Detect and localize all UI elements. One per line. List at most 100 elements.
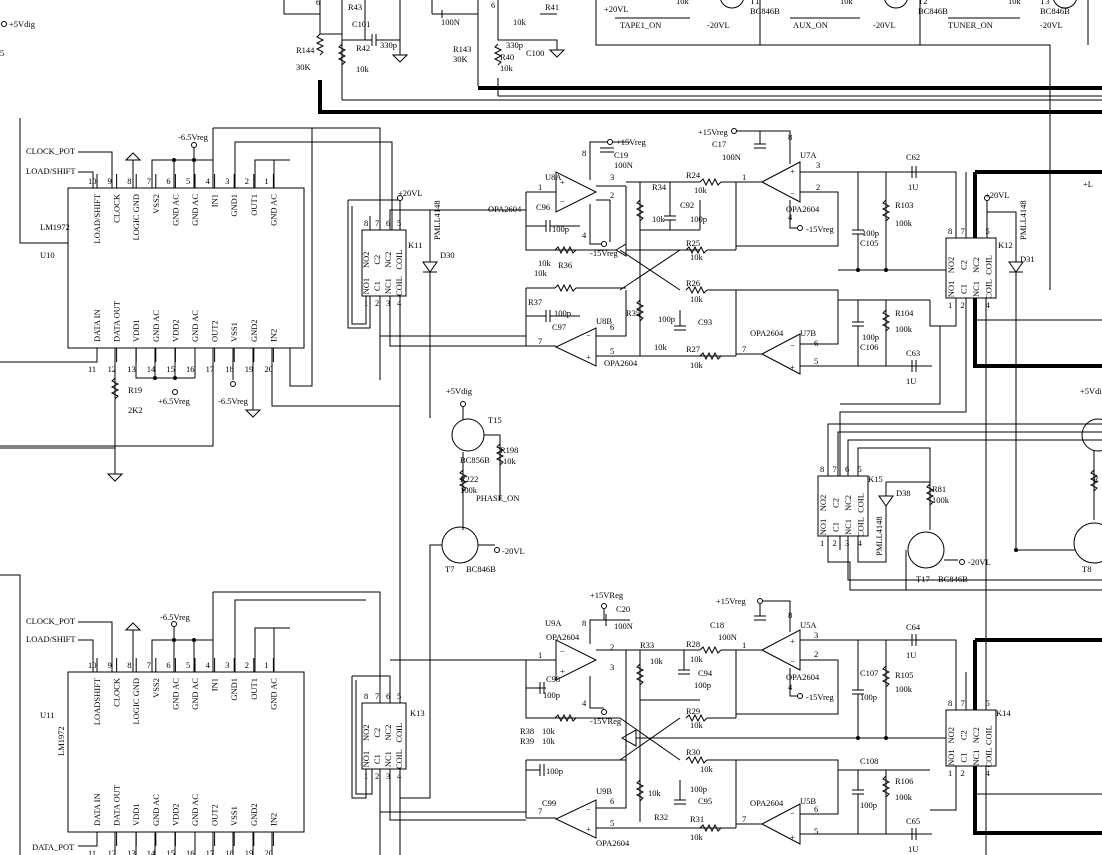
ref-k12: K12 bbox=[998, 240, 1013, 250]
net-label: CLOCK_POT bbox=[26, 146, 76, 156]
relay-pin-name: NC1 bbox=[843, 519, 853, 535]
pin-number: 5 bbox=[186, 176, 190, 186]
ref-r222: R222 bbox=[460, 474, 478, 484]
pin-number: 14 bbox=[147, 364, 156, 374]
pin-number: 16 bbox=[186, 364, 195, 374]
opamp-u9b bbox=[554, 799, 597, 839]
pin-number: 8 bbox=[127, 176, 131, 186]
ref-r34: R34 bbox=[652, 182, 667, 192]
ref-c107: C107 bbox=[860, 668, 878, 678]
relay-pin-name: C1 bbox=[372, 754, 382, 764]
pin-number: 6 bbox=[814, 338, 818, 348]
relay-pin-name: NO1 bbox=[361, 278, 371, 295]
pin-number: 6 bbox=[491, 0, 495, 10]
net-label: AUX_ON bbox=[793, 20, 828, 30]
pin-name: VDD2 bbox=[170, 803, 180, 826]
net-label: +15Vreg bbox=[698, 127, 729, 137]
pin-number: 7 bbox=[538, 336, 542, 346]
val-r35: 10k bbox=[654, 342, 668, 352]
ref-t15: T15 bbox=[488, 415, 502, 425]
opamp-u5b bbox=[760, 803, 801, 845]
ref-c18: C18 bbox=[710, 620, 724, 630]
val-c20: 100N bbox=[614, 621, 633, 631]
relay-pin-number: 4 bbox=[986, 768, 991, 778]
pin-number: 9 bbox=[108, 176, 112, 186]
relay-pin-number: 1 bbox=[820, 538, 824, 548]
relay-pin-number: 7 bbox=[833, 464, 837, 474]
net-label: -20VL bbox=[873, 20, 896, 30]
val-c19: 100N bbox=[614, 160, 633, 170]
relay-pin-name: NC2 bbox=[971, 727, 981, 743]
val-r40: 10k bbox=[500, 63, 514, 73]
relay-k14: K14 bbox=[930, 639, 1102, 811]
relay-pin-number: 8 bbox=[948, 226, 952, 236]
relay-pin-number: 4 bbox=[397, 771, 402, 781]
transistor-t7 bbox=[441, 526, 479, 564]
ref-u5a: U5A bbox=[800, 620, 817, 630]
ref-d38: D38 bbox=[896, 488, 911, 498]
relay-k13: K13 bbox=[351, 659, 526, 821]
relay-pin-name: C1 bbox=[959, 753, 969, 763]
pin-name: GND AC bbox=[190, 794, 200, 826]
pin-number: 6 bbox=[166, 660, 170, 670]
pin-number: 6 bbox=[610, 322, 614, 332]
pin-number: 18 bbox=[225, 848, 234, 855]
type-u8a: OPA2604 bbox=[488, 204, 522, 214]
ref-r43: R43 bbox=[348, 2, 362, 12]
ref-u5b: U5B bbox=[800, 796, 816, 806]
relay-pin-number: 1 bbox=[364, 771, 368, 781]
pin-number: 10 bbox=[88, 176, 97, 186]
pin-number: 9 bbox=[108, 660, 112, 670]
pin-name: IN1 bbox=[210, 194, 220, 207]
relay-pin-name: NC2 bbox=[971, 257, 981, 273]
ic-body bbox=[67, 187, 305, 349]
relay-pin-number: 2 bbox=[961, 300, 965, 310]
opamp-u8b bbox=[554, 327, 597, 367]
ref-t2: T2 bbox=[918, 0, 927, 6]
net-label: DATA_POT bbox=[32, 842, 75, 852]
val-r31: 10k bbox=[690, 832, 704, 842]
pin-number: 16 bbox=[186, 848, 195, 855]
pin-number: 2 bbox=[245, 176, 249, 186]
diode-type: PMLL4148 bbox=[1018, 200, 1028, 240]
transistor-t15-block: +5Vdig T15 BC856B R198 10k PHASE_ON R222… bbox=[429, 386, 525, 690]
pin-number: 8 bbox=[582, 618, 586, 628]
ic-name: LM1972 bbox=[56, 726, 66, 756]
pin-name: VSS2 bbox=[151, 194, 161, 214]
relay-pin-name: COIL bbox=[984, 255, 994, 275]
pin-number: 1 bbox=[742, 640, 746, 650]
val-r-fragment: R bbox=[1093, 474, 1099, 484]
pin-number: 15 bbox=[166, 848, 175, 855]
ic-name: LM1972 bbox=[40, 222, 70, 232]
pin-number: 11 bbox=[88, 848, 96, 855]
pin-name: DATA OUT bbox=[112, 300, 122, 342]
val-t1: BC846B bbox=[750, 6, 780, 16]
relay-pin-name: COIL bbox=[984, 748, 994, 768]
val-r36: 10k bbox=[538, 258, 552, 268]
ref-c100: C100 bbox=[526, 48, 544, 58]
ref-r106: R106 bbox=[895, 776, 913, 786]
val-r41: 10k bbox=[513, 17, 527, 27]
relay-pin-number: 6 bbox=[386, 691, 390, 701]
pin-number: 2 bbox=[816, 182, 820, 192]
ref-c106: C106 bbox=[860, 342, 878, 352]
pin-number: 12 bbox=[108, 364, 117, 374]
pin-number: 6 bbox=[166, 176, 170, 186]
ic-body bbox=[67, 671, 305, 833]
pin-plus: + bbox=[790, 636, 795, 646]
ref-r27: R27 bbox=[686, 344, 700, 354]
ref-r144: R144 bbox=[296, 45, 315, 55]
pin-plus: + bbox=[790, 166, 795, 176]
pin-name: GND2 bbox=[249, 803, 259, 826]
relay-pin-number: 7 bbox=[961, 698, 965, 708]
net-label: -20VL bbox=[1040, 20, 1063, 30]
ic-ref: U10 bbox=[40, 250, 55, 260]
val-r33: 10k bbox=[650, 656, 664, 666]
relay-pin-name: COIL bbox=[984, 279, 994, 299]
relay-pin-number: 5 bbox=[986, 226, 990, 236]
pin-number: 5 bbox=[610, 346, 614, 356]
val-c: 100N bbox=[441, 17, 460, 27]
pin-number: 11 bbox=[88, 364, 96, 374]
relay-pin-number: 2 bbox=[833, 538, 837, 548]
